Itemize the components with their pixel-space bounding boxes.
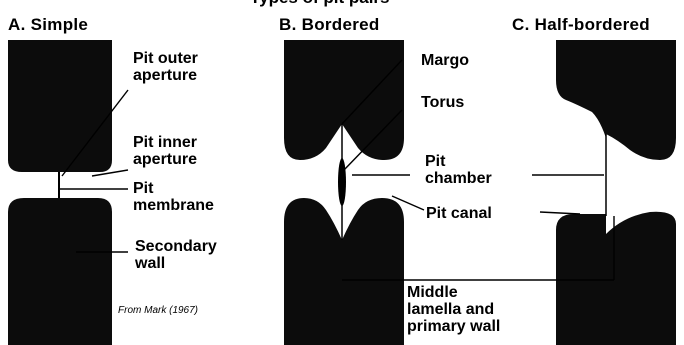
label-line: aperture: [133, 151, 197, 168]
label-line: Middle: [407, 284, 500, 301]
torus-shape: [338, 158, 346, 206]
label-middle-lamella: Middle lamella and primary wall: [407, 284, 500, 335]
simple-lower-wall: [8, 198, 112, 345]
bordered-upper-wall: [284, 40, 404, 160]
bordered-lower-wall: [284, 198, 404, 345]
half-bordered-upper-wall: [556, 40, 676, 160]
label-line: aperture: [133, 67, 198, 84]
label-pit-chamber: Pit chamber: [425, 153, 492, 187]
label-line: primary wall: [407, 318, 500, 335]
label-torus: Torus: [421, 94, 464, 111]
label-line: wall: [135, 255, 217, 272]
simple-upper-wall: [8, 40, 112, 172]
label-line: chamber: [425, 170, 492, 187]
label-margo: Margo: [421, 52, 469, 69]
leader-pit-canal-right: [540, 212, 580, 214]
label-pit-membrane: Pit membrane: [133, 180, 214, 214]
label-line: Pit: [133, 180, 214, 197]
label-secondary-wall: Secondary wall: [135, 238, 217, 272]
label-line: Pit outer: [133, 50, 198, 67]
half-bordered-lower-wall: [556, 212, 676, 345]
label-line: Pit: [425, 153, 492, 170]
label-pit-canal: Pit canal: [426, 205, 492, 222]
panel-title-simple: A. Simple: [8, 15, 88, 35]
label-line: Secondary: [135, 238, 217, 255]
panel-title-bordered: B. Bordered: [279, 15, 380, 35]
label-line: Pit inner: [133, 134, 197, 151]
panel-title-half-bordered: C. Half-bordered: [512, 15, 650, 35]
label-line: membrane: [133, 197, 214, 214]
label-pit-outer-aperture: Pit outer aperture: [133, 50, 198, 84]
label-line: lamella and: [407, 301, 500, 318]
source-credit: From Mark (1967): [118, 305, 198, 316]
label-pit-inner-aperture: Pit inner aperture: [133, 134, 197, 168]
